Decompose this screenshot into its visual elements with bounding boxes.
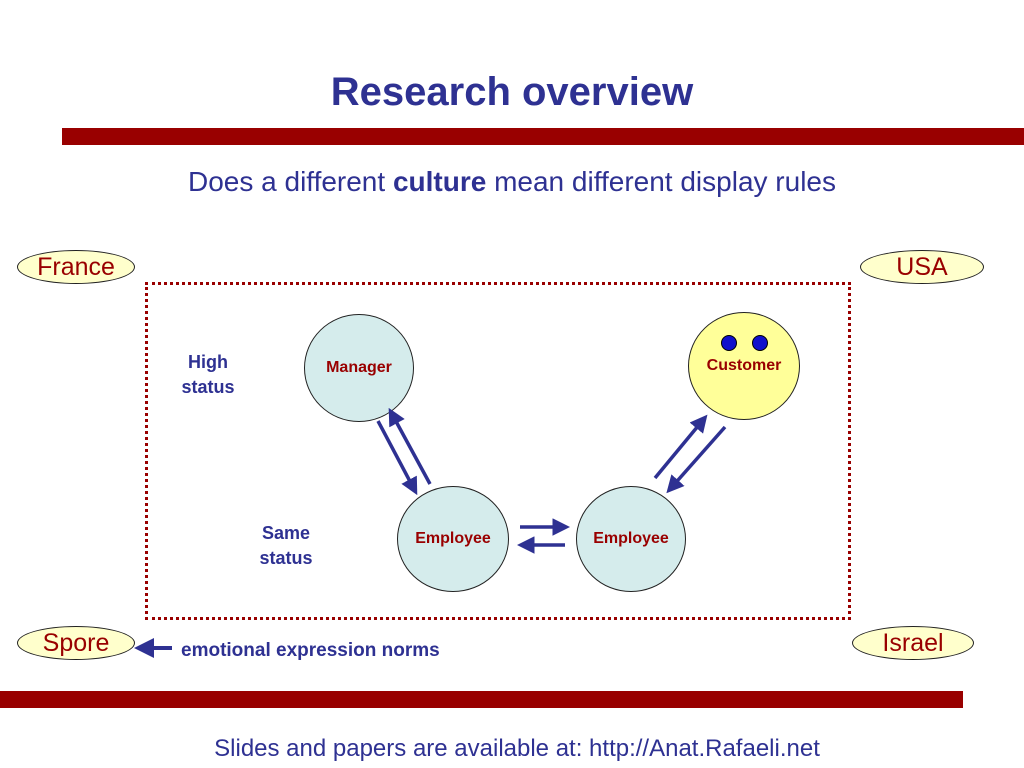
- country-spore: Spore: [17, 626, 135, 660]
- customer-node: Customer: [688, 312, 800, 420]
- diagram-frame: [145, 282, 851, 620]
- top-divider-bar: [62, 128, 1024, 145]
- arrow-manager-to-employee: [376, 420, 418, 496]
- arrow-customer-to-employee: [666, 425, 727, 494]
- arrow-employee-to-manager: [388, 407, 432, 485]
- subtitle-suffix: mean different display rules: [486, 166, 836, 197]
- customer-label: Customer: [706, 357, 782, 374]
- footer-note: Slides and papers are available at: http…: [214, 735, 820, 762]
- high-status-line-1: High: [188, 352, 228, 372]
- employee-left-label: Employee: [415, 530, 491, 547]
- high-status-line-2: status: [181, 377, 235, 397]
- country-israel: Israel: [852, 626, 974, 660]
- arrow-employee-to-customer: [653, 414, 708, 480]
- employee-right-node: Employee: [576, 486, 686, 592]
- employee-left-node: Employee: [397, 486, 509, 592]
- country-france: France: [17, 250, 135, 284]
- same-status-line-2: status: [259, 548, 313, 568]
- country-usa: USA: [860, 250, 984, 284]
- customer-right-eye: [752, 335, 768, 351]
- slide-subtitle: Does a different culture mean different …: [0, 166, 1024, 198]
- subtitle-prefix: Does a different: [188, 166, 393, 197]
- high-status-label: High status: [168, 350, 248, 400]
- same-status-label: Same status: [246, 521, 326, 571]
- customer-left-eye: [721, 335, 737, 351]
- slide-title: Research overview: [330, 70, 694, 114]
- manager-node: Manager: [304, 314, 414, 422]
- subtitle-emphasis: culture: [392, 166, 487, 197]
- legend-label: emotional expression norms: [181, 640, 440, 661]
- manager-label: Manager: [326, 359, 392, 376]
- employee-right-label: Employee: [593, 530, 669, 547]
- same-status-line-1: Same: [261, 523, 311, 543]
- bottom-divider-bar: [0, 691, 963, 708]
